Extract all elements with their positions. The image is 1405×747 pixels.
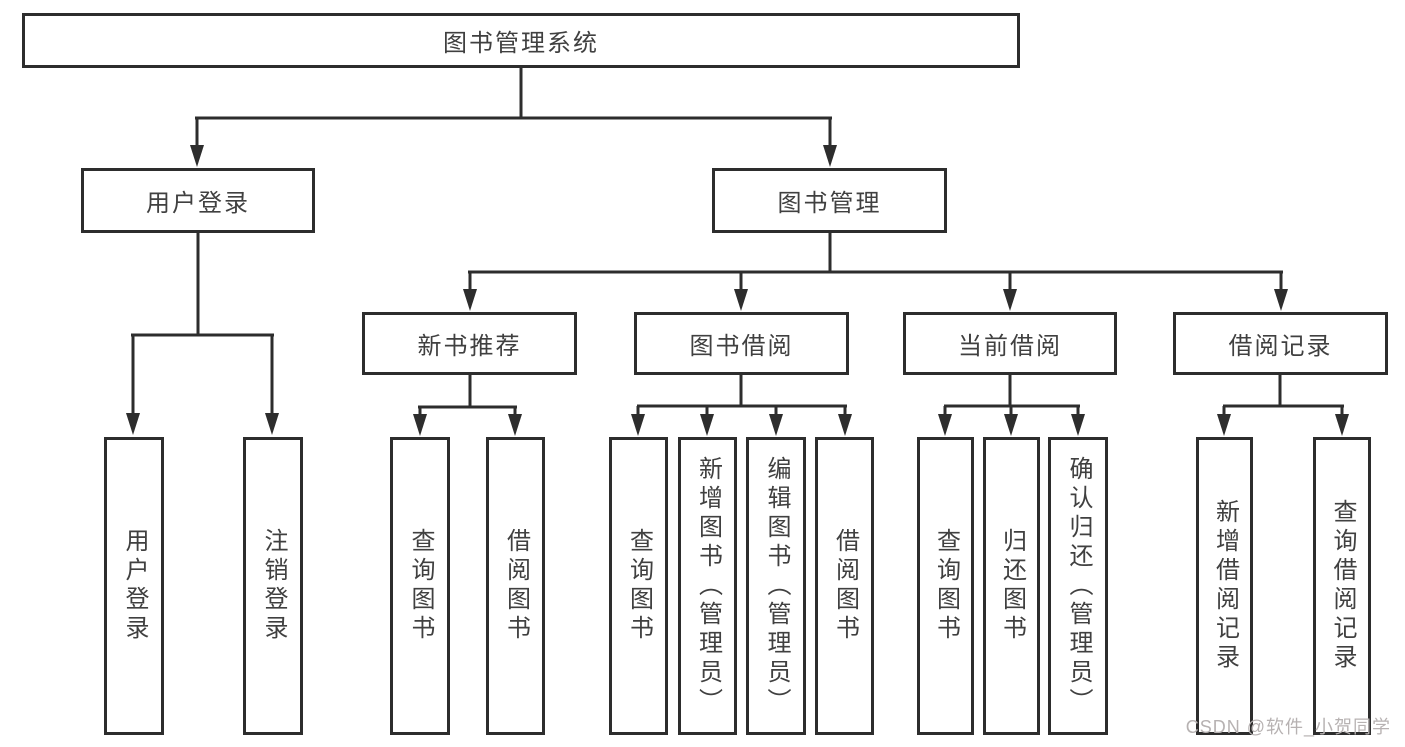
leaf-confirm-return-admin-label: 确认归还（管理员） (1065, 455, 1092, 717)
watermark: CSDN @软件_小贺同学 (1185, 717, 1391, 737)
leaf-query-books-3: 查询图书 (917, 437, 974, 735)
leaf-query-books-3-label: 查询图书 (932, 528, 960, 644)
leaf-user-login: 用户登录 (104, 437, 164, 735)
node-root: 图书管理系统 (22, 13, 1020, 68)
leaf-query-borrow-record-label: 查询借阅记录 (1329, 499, 1356, 673)
leaf-edit-book-admin: 编辑图书（管理员） (746, 437, 806, 735)
node-current-borrowing: 当前借阅 (903, 312, 1117, 375)
node-book-management: 图书管理 (712, 168, 947, 233)
leaf-borrow-books-1: 借阅图书 (486, 437, 545, 735)
node-new-book-recommend: 新书推荐 (362, 312, 577, 375)
leaf-add-borrow-record: 新增借阅记录 (1196, 437, 1253, 735)
leaf-borrow-books-2-label: 借阅图书 (831, 528, 859, 644)
leaf-borrow-books-1-label: 借阅图书 (502, 528, 530, 644)
leaf-return-books-label: 归还图书 (998, 528, 1026, 644)
node-book-management-label: 图书管理 (777, 190, 882, 217)
node-borrowing-records-label: 借阅记录 (1228, 333, 1333, 360)
leaf-return-books: 归还图书 (983, 437, 1040, 735)
node-user-login: 用户登录 (81, 168, 315, 233)
leaf-query-books-1: 查询图书 (390, 437, 450, 735)
leaf-logout: 注销登录 (243, 437, 303, 735)
node-new-book-recommend-label: 新书推荐 (417, 333, 522, 360)
node-user-login-label: 用户登录 (146, 190, 250, 217)
node-root-label: 图书管理系统 (443, 30, 599, 57)
leaf-add-borrow-record-label: 新增借阅记录 (1211, 499, 1239, 673)
leaf-add-book-admin: 新增图书（管理员） (678, 437, 737, 735)
node-book-borrowing: 图书借阅 (634, 312, 849, 375)
leaf-logout-label: 注销登录 (260, 528, 287, 644)
leaf-query-books-2: 查询图书 (609, 437, 668, 735)
leaf-query-books-2-label: 查询图书 (625, 528, 653, 644)
leaf-query-books-1-label: 查询图书 (407, 528, 434, 644)
node-borrowing-records: 借阅记录 (1173, 312, 1388, 375)
leaf-edit-book-admin-label: 编辑图书（管理员） (763, 455, 790, 717)
leaf-query-borrow-record: 查询借阅记录 (1313, 437, 1371, 735)
leaf-add-book-admin-label: 新增图书（管理员） (694, 455, 722, 717)
leaf-borrow-books-2: 借阅图书 (815, 437, 874, 735)
node-current-borrowing-label: 当前借阅 (958, 333, 1062, 360)
leaf-user-login-label: 用户登录 (121, 528, 148, 644)
leaf-confirm-return-admin: 确认归还（管理员） (1048, 437, 1108, 735)
node-book-borrowing-label: 图书借阅 (689, 333, 794, 360)
